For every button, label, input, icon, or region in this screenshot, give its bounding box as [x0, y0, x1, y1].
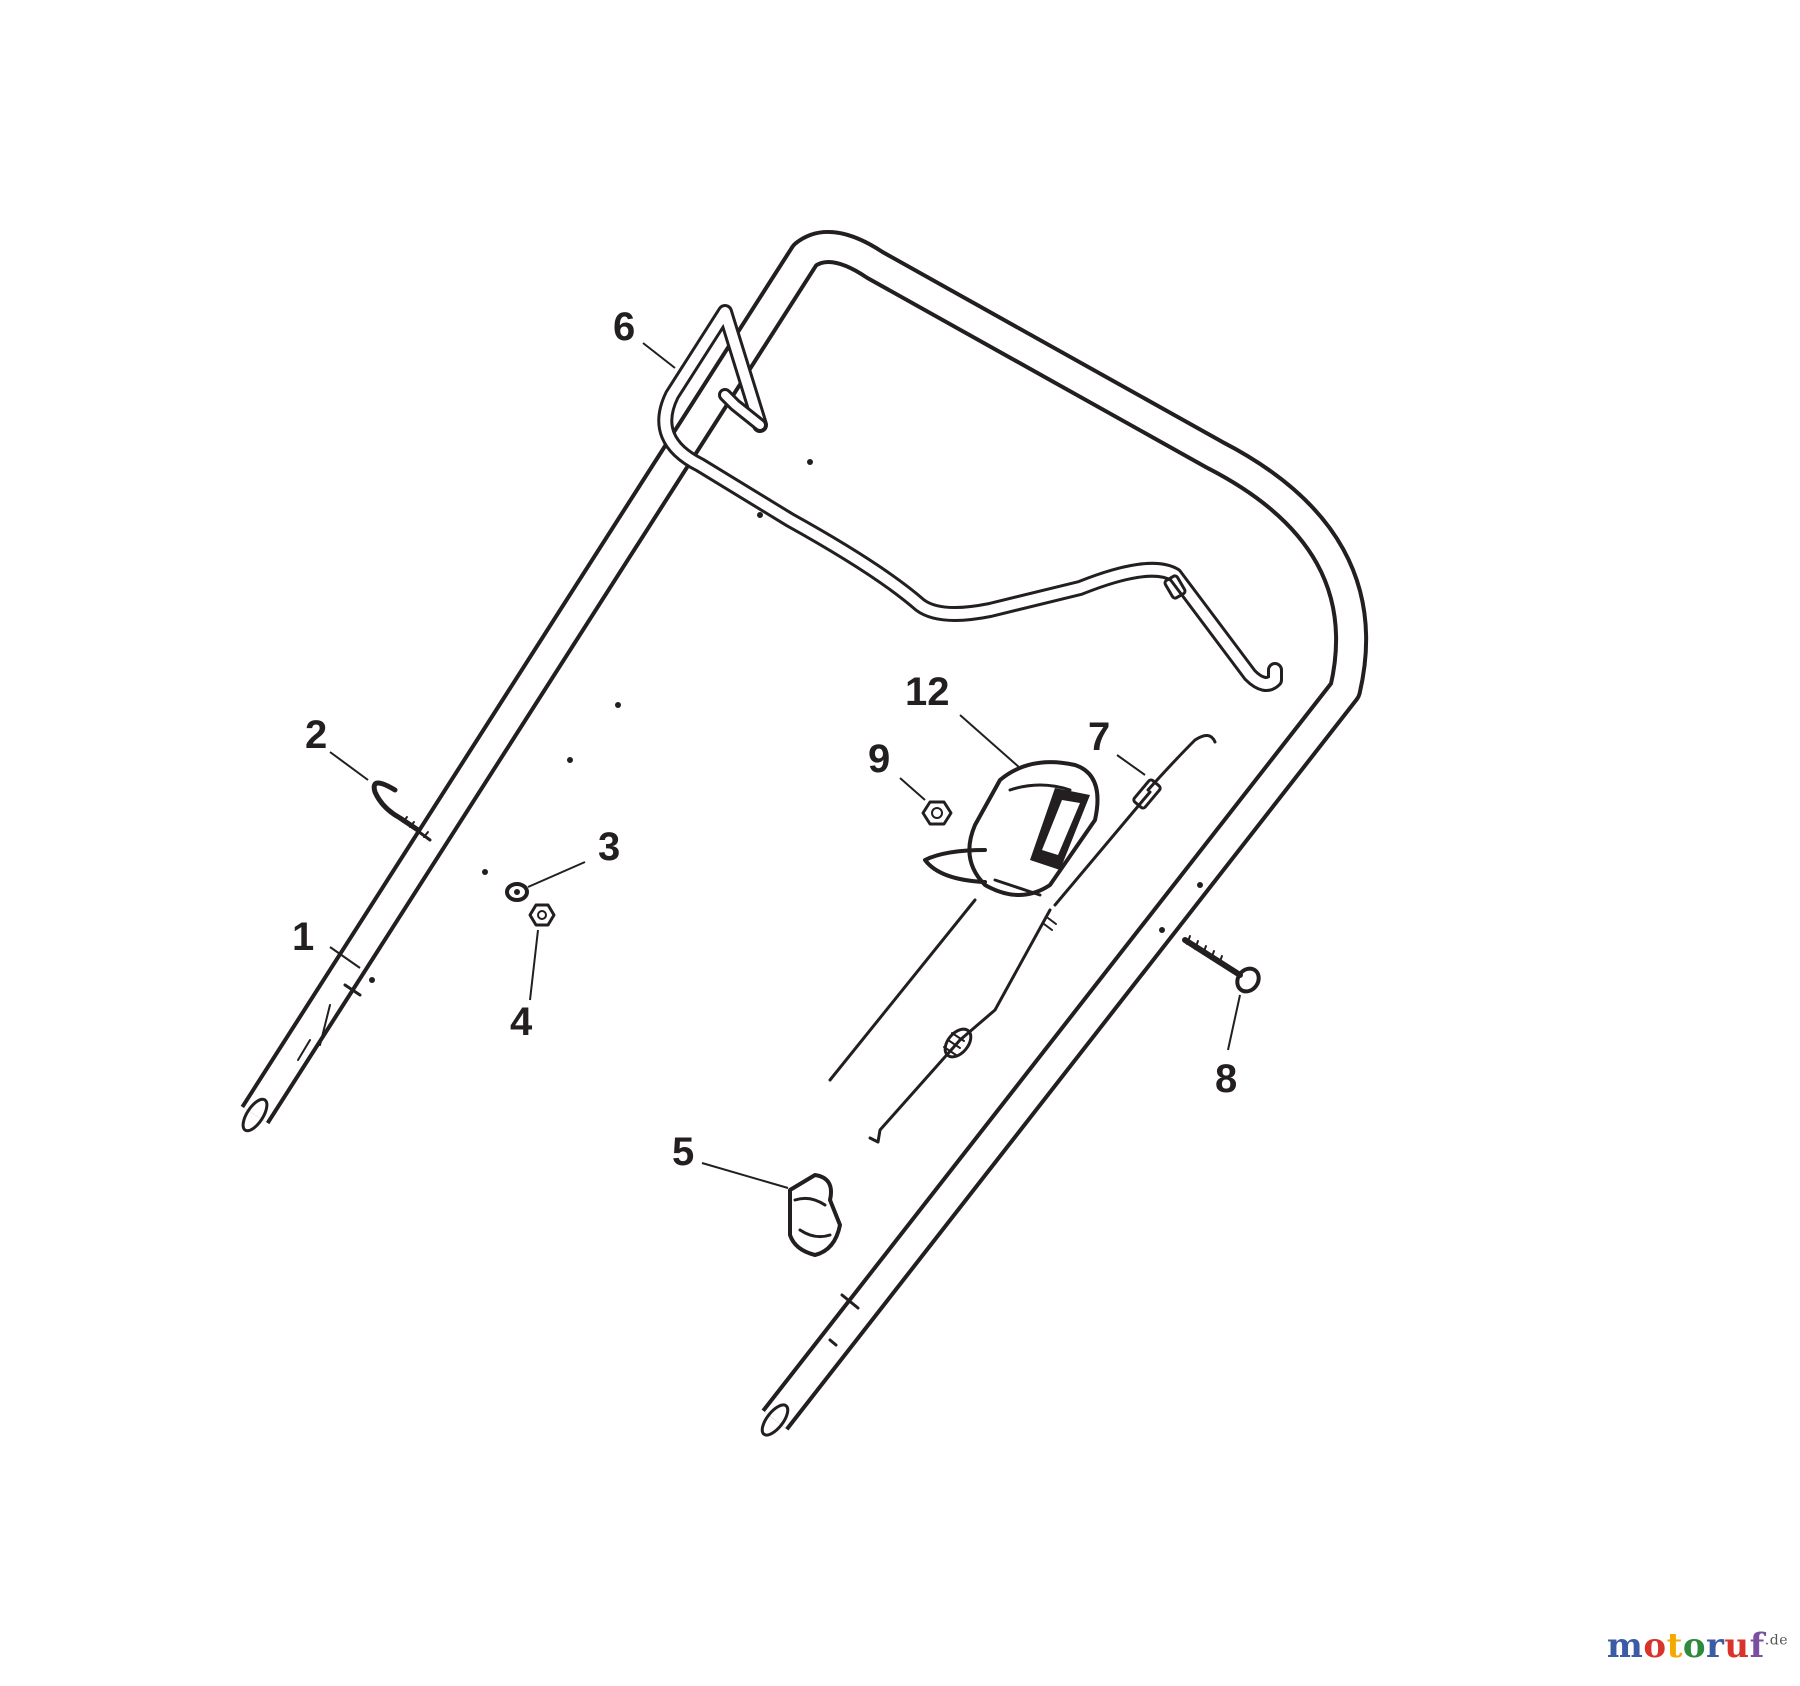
leader-1 — [329, 946, 361, 969]
callout-5: 5 — [672, 1130, 694, 1174]
callout-2: 2 — [305, 713, 327, 757]
callout-3: 3 — [598, 825, 620, 869]
callout-labels: 1 2 3 4 5 6 7 8 9 12 — [292, 305, 1237, 1174]
hook-part-2 — [371, 780, 432, 842]
bolt-part-8 — [1182, 935, 1261, 994]
leader-7 — [1116, 754, 1146, 776]
watermark-letter: m — [1606, 1626, 1644, 1666]
leader-8 — [1227, 994, 1241, 1051]
leader-2 — [329, 751, 369, 781]
callout-1: 1 — [292, 915, 314, 959]
nut-part-9 — [921, 800, 953, 826]
leader-3 — [527, 861, 586, 888]
callout-6: 6 — [613, 305, 635, 349]
watermark-tld: .de — [1764, 1632, 1788, 1649]
leader-6 — [642, 342, 676, 369]
callout-4: 4 — [510, 1000, 533, 1044]
main-handle-tube — [240, 230, 1369, 1437]
throttle-lever-part-12 — [923, 760, 1100, 897]
watermark-letter: r — [1706, 1626, 1725, 1666]
watermark-letter: f — [1749, 1626, 1765, 1666]
watermark-letter: t — [1666, 1626, 1683, 1666]
leader-lines — [329, 342, 1241, 1189]
leader-4 — [529, 929, 539, 1001]
callout-7: 7 — [1088, 715, 1110, 759]
washer-part-3 — [505, 882, 529, 902]
callout-12: 12 — [905, 670, 950, 714]
nut-part-4 — [528, 903, 556, 927]
leader-12 — [959, 714, 1021, 769]
callout-9: 9 — [868, 737, 890, 781]
wire-bail-part-6 — [657, 304, 1283, 692]
leader-9 — [899, 777, 926, 801]
watermark-letter: o — [1682, 1626, 1706, 1666]
leader-5 — [701, 1162, 789, 1189]
control-cables — [828, 734, 1217, 1144]
watermark-letter: u — [1724, 1626, 1750, 1666]
motoruf-watermark: motoruf.de — [1607, 1626, 1788, 1666]
cable-clip-part-5 — [788, 1173, 842, 1257]
watermark-name: motoruf — [1607, 1626, 1765, 1666]
callout-8: 8 — [1215, 1057, 1237, 1101]
watermark-letter: o — [1643, 1626, 1667, 1666]
